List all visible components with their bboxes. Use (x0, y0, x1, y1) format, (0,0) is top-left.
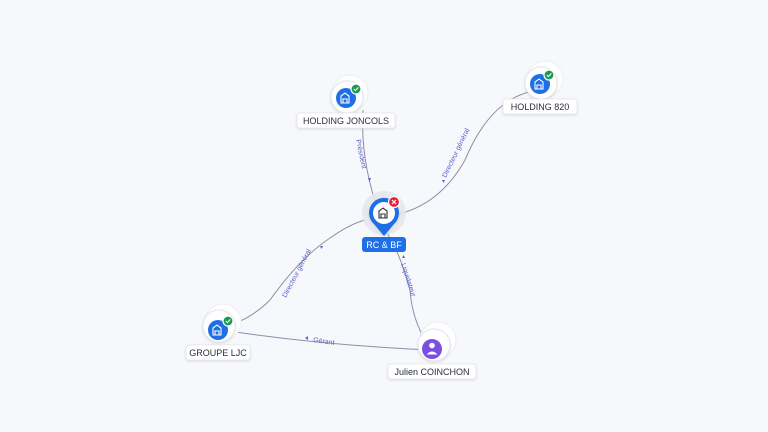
node-rc-bf[interactable]: RC & BF (362, 191, 406, 252)
edge-gerant[interactable]: Gérant (221, 329, 431, 351)
building-icon (378, 207, 388, 219)
arrow-head (402, 255, 405, 258)
node-label: GROUPE LJC (189, 348, 247, 358)
check-badge-icon (350, 83, 362, 95)
edge-label-directeur-general-ljc: Directeur général (282, 248, 314, 299)
edge-label-president: Président (354, 139, 367, 169)
node-label: HOLDING JONCOLS (303, 116, 389, 126)
edge-directeur-general-ljc[interactable]: Directeur général (218, 219, 366, 329)
node-groupe-ljc[interactable]: GROUPE LJC (185, 303, 251, 361)
node-label: RC & BF (366, 240, 402, 250)
arrow-head (368, 178, 371, 182)
building-icon (340, 92, 350, 104)
check-badge-icon (222, 315, 234, 327)
node-holding-joncols[interactable]: HOLDING JONCOLS (296, 74, 396, 129)
edge-label-liquidateur: Liquidateur (399, 262, 417, 298)
arrow-head (305, 336, 308, 340)
arrow-head (442, 180, 445, 183)
arrow-head (320, 246, 323, 249)
building-icon (534, 78, 544, 90)
close-badge-icon (387, 195, 401, 209)
check-badge-icon (543, 69, 555, 81)
edge-label-directeur-general-820: Directeur général (442, 127, 472, 179)
person-icon (426, 342, 438, 355)
edge-label-gerant: Gérant (313, 337, 335, 347)
node-julien-coinchon[interactable]: Julien COINCHON (387, 321, 477, 380)
node-label: HOLDING 820 (511, 102, 570, 112)
node-label: Julien COINCHON (394, 367, 469, 377)
building-icon (212, 324, 222, 336)
node-holding-820[interactable]: HOLDING 820 (502, 60, 578, 115)
